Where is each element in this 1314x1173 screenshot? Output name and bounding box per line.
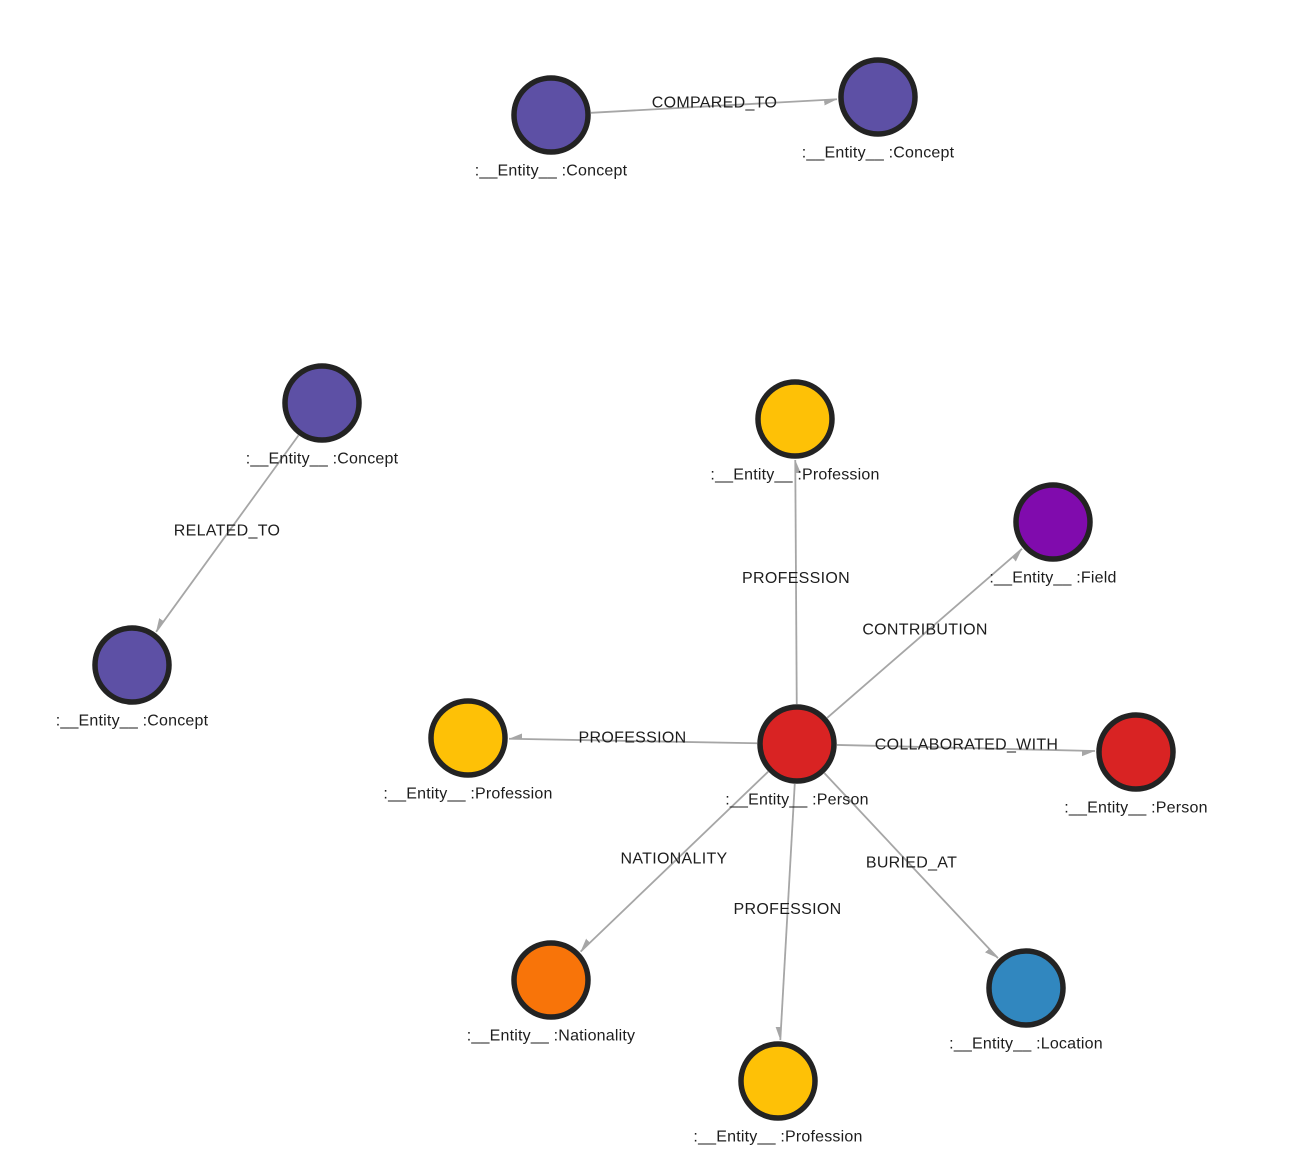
graph-node-person2[interactable]: :__Entity__ :Person xyxy=(1064,712,1208,817)
relationship-edge[interactable]: COLLABORATED_WITH xyxy=(836,737,1096,754)
node-caption-label: :__Entity__ :Concept xyxy=(475,163,628,180)
node-circle xyxy=(511,940,591,1020)
graph-node-profession1[interactable]: :__Entity__ :Profession xyxy=(710,379,879,484)
node-circle xyxy=(757,704,837,784)
relationship-edge[interactable]: RELATED_TO xyxy=(155,434,300,633)
relationship-type-label: CONTRIBUTION xyxy=(862,622,987,639)
relationship-edge[interactable]: NATIONALITY xyxy=(579,771,769,953)
relationship-type-label: NATIONALITY xyxy=(620,851,727,868)
relationship-type-label: PROFESSION xyxy=(742,570,850,587)
relationship-line xyxy=(508,739,758,745)
node-circle xyxy=(92,625,172,705)
relationship-edge[interactable]: BURIED_AT xyxy=(823,772,999,959)
node-circle xyxy=(1096,712,1176,792)
relationship-edge[interactable]: PROFESSION xyxy=(508,730,758,747)
node-caption-label: :__Entity__ :Person xyxy=(1064,800,1207,817)
node-caption-label: :__Entity__ :Profession xyxy=(710,467,879,484)
relationship-line xyxy=(590,98,838,114)
node-circle xyxy=(428,698,508,778)
relationship-type-label: BURIED_AT xyxy=(866,855,957,872)
graph-node-concept2[interactable]: :__Entity__ :Concept xyxy=(802,57,955,162)
relationship-type-label: PROFESSION xyxy=(579,730,687,747)
node-caption-label: :__Entity__ :Concept xyxy=(802,145,955,162)
relationship-type-label: PROFESSION xyxy=(734,901,842,918)
relationship-line xyxy=(826,548,1023,719)
node-circle xyxy=(738,1041,818,1121)
node-caption-label: :__Entity__ :Nationality xyxy=(467,1028,635,1045)
graph-node-concept1[interactable]: :__Entity__ :Concept xyxy=(475,75,628,180)
node-caption-label: :__Entity__ :Concept xyxy=(246,451,399,468)
relationship-line xyxy=(794,459,797,705)
graph-node-nationality1[interactable]: :__Entity__ :Nationality xyxy=(467,940,635,1045)
relationship-line xyxy=(155,434,300,633)
relationship-line xyxy=(823,772,999,959)
node-circle xyxy=(1013,482,1093,562)
relationship-line xyxy=(579,771,769,953)
node-caption-label: :__Entity__ :Profession xyxy=(383,786,552,803)
node-circle xyxy=(755,379,835,459)
relationship-type-label: COMPARED_TO xyxy=(652,95,777,112)
graph-node-person1[interactable]: :__Entity__ :Person xyxy=(725,704,869,809)
node-caption-label: :__Entity__ :Concept xyxy=(56,713,209,730)
nodes-layer: :__Entity__ :Concept :__Entity__ :Concept… xyxy=(56,57,1208,1146)
relationship-type-label: COLLABORATED_WITH xyxy=(875,737,1059,754)
relationship-edge[interactable]: COMPARED_TO xyxy=(590,95,838,114)
relationship-edge[interactable]: PROFESSION xyxy=(742,459,850,705)
graph-node-profession2[interactable]: :__Entity__ :Profession xyxy=(383,698,552,803)
graph-node-concept4[interactable]: :__Entity__ :Concept xyxy=(56,625,209,730)
relationship-line xyxy=(836,744,1096,751)
relationship-type-label: RELATED_TO xyxy=(174,523,280,540)
node-caption-label: :__Entity__ :Field xyxy=(989,570,1116,587)
node-circle xyxy=(838,57,918,137)
graph-node-field1[interactable]: :__Entity__ :Field xyxy=(989,482,1116,587)
node-circle xyxy=(282,363,362,443)
node-caption-label: :__Entity__ :Profession xyxy=(693,1129,862,1146)
edges-layer: COMPARED_TO RELATED_TO PROFESSION CONTRIBUT… xyxy=(155,95,1096,1041)
graph-node-location1[interactable]: :__Entity__ :Location xyxy=(949,948,1103,1053)
node-circle xyxy=(986,948,1066,1028)
graph-node-profession3[interactable]: :__Entity__ :Profession xyxy=(693,1041,862,1146)
node-circle xyxy=(511,75,591,155)
relationship-edge[interactable]: CONTRIBUTION xyxy=(826,548,1023,719)
relationship-edge[interactable]: PROFESSION xyxy=(734,783,842,1041)
node-caption-label: :__Entity__ :Location xyxy=(949,1036,1103,1053)
relationship-line xyxy=(780,783,796,1041)
graph-node-concept3[interactable]: :__Entity__ :Concept xyxy=(246,363,399,468)
node-caption-label: :__Entity__ :Person xyxy=(725,792,868,809)
